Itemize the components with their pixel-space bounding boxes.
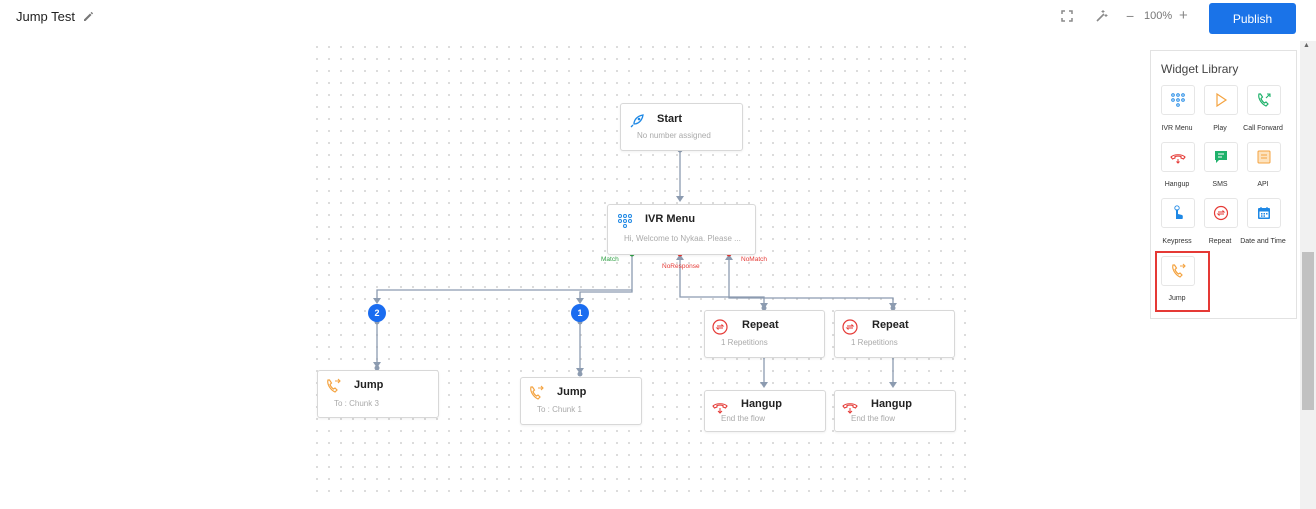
nomatch-port-label: NoMatch	[741, 256, 768, 263]
repeat-icon	[712, 319, 728, 335]
hangup-icon	[1170, 154, 1186, 164]
option-badge[interactable]: 1	[571, 304, 589, 322]
hangup-node[interactable]: Hangup End the flow	[834, 390, 956, 432]
pencil-edit-icon[interactable]	[82, 10, 94, 22]
widget-label: IVR Menu	[1161, 125, 1193, 132]
auto-arrange-wand-icon[interactable]	[1094, 9, 1108, 23]
widget-label: Play	[1213, 125, 1227, 132]
node-title: IVR Menu	[645, 213, 696, 225]
node-title: Repeat	[872, 319, 909, 331]
widget-call-forward[interactable]	[1247, 85, 1281, 115]
node-title: Repeat	[742, 319, 779, 331]
keypad-grid-icon	[1171, 93, 1185, 107]
widget-label: Hangup	[1164, 181, 1190, 188]
zoom-in-button[interactable]: +	[1179, 7, 1188, 24]
scroll-up-arrow-icon[interactable]: ▲	[1303, 42, 1310, 49]
node-title: Jump	[557, 386, 587, 398]
keypress-icon	[1174, 205, 1183, 219]
start-node[interactable]: Start No number assigned	[620, 103, 743, 151]
node-subtitle: Hi, Welcome to Nykaa. Please ...	[624, 234, 741, 243]
widget-jump[interactable]	[1161, 256, 1195, 286]
hangup-node[interactable]: Hangup End the flow	[704, 390, 826, 432]
flow-title: Jump Test	[16, 9, 76, 24]
node-title: Start	[657, 113, 683, 125]
widget-label: Repeat	[1208, 238, 1232, 245]
widget-library-title: Widget Library	[1161, 62, 1239, 76]
api-icon	[1257, 150, 1271, 164]
jump-icon	[1172, 263, 1186, 278]
node-subtitle: 1 Repetitions	[851, 338, 898, 347]
match-port-label: Match	[601, 256, 619, 263]
jump-icon	[530, 385, 544, 400]
widget-repeat[interactable]	[1204, 198, 1238, 228]
widget-label: Date and Time	[1240, 238, 1286, 245]
node-title: Hangup	[741, 398, 782, 410]
sms-icon	[1215, 151, 1227, 163]
option-badge[interactable]: 2	[368, 304, 386, 322]
jump-widget-highlight	[1155, 251, 1210, 312]
zoom-out-button[interactable]: −	[1126, 8, 1135, 24]
calendar-icon	[1258, 207, 1270, 219]
repeat-icon	[842, 319, 858, 335]
keypad-grid-icon	[618, 214, 632, 228]
node-title: Hangup	[871, 398, 912, 410]
rocket-icon	[630, 114, 644, 128]
jump-icon	[327, 378, 341, 393]
widget-sms[interactable]	[1204, 142, 1238, 172]
repeat-node[interactable]: Repeat 1 Repetitions	[834, 310, 955, 358]
publish-button[interactable]: Publish	[1209, 3, 1296, 34]
node-subtitle: To : Chunk 1	[537, 405, 582, 414]
node-subtitle: To : Chunk 3	[334, 399, 379, 408]
widget-label: API	[1257, 181, 1269, 188]
noresponse-port-label: NoResponse	[662, 263, 700, 270]
widget-library-panel: Widget Library IVR Menu Play Call Forwar…	[1150, 50, 1297, 319]
play-icon	[1216, 92, 1228, 108]
widget-date-and-time[interactable]	[1247, 198, 1281, 228]
widget-label: Keypress	[1162, 238, 1192, 245]
widget-keypress[interactable]	[1161, 198, 1195, 228]
widget-label: SMS	[1212, 181, 1228, 188]
hangup-icon	[842, 403, 858, 414]
hangup-icon	[712, 403, 728, 414]
widget-api[interactable]	[1247, 142, 1281, 172]
jump-node[interactable]: Jump To : Chunk 3	[317, 370, 439, 418]
scrollbar-thumb[interactable]	[1302, 252, 1314, 410]
node-subtitle: No number assigned	[637, 131, 711, 140]
node-subtitle: End the flow	[721, 414, 766, 423]
fullscreen-icon[interactable]	[1060, 9, 1074, 23]
widget-play[interactable]	[1204, 85, 1238, 115]
ivr-menu-node[interactable]: IVR Menu Hi, Welcome to Nykaa. Please ..…	[607, 204, 756, 255]
repeat-icon	[1213, 205, 1229, 221]
repeat-node[interactable]: Repeat 1 Repetitions	[704, 310, 825, 358]
widget-label: Call Forward	[1243, 125, 1283, 132]
node-title: Jump	[354, 379, 384, 391]
widget-label: Jump	[1168, 295, 1186, 302]
phone-forward-icon	[1258, 93, 1271, 107]
widget-ivr-menu[interactable]	[1161, 85, 1195, 115]
zoom-level: 100%	[1144, 10, 1173, 22]
jump-node[interactable]: Jump To : Chunk 1	[520, 377, 642, 425]
widget-hangup[interactable]	[1161, 142, 1195, 172]
node-subtitle: End the flow	[851, 414, 896, 423]
node-subtitle: 1 Repetitions	[721, 338, 768, 347]
